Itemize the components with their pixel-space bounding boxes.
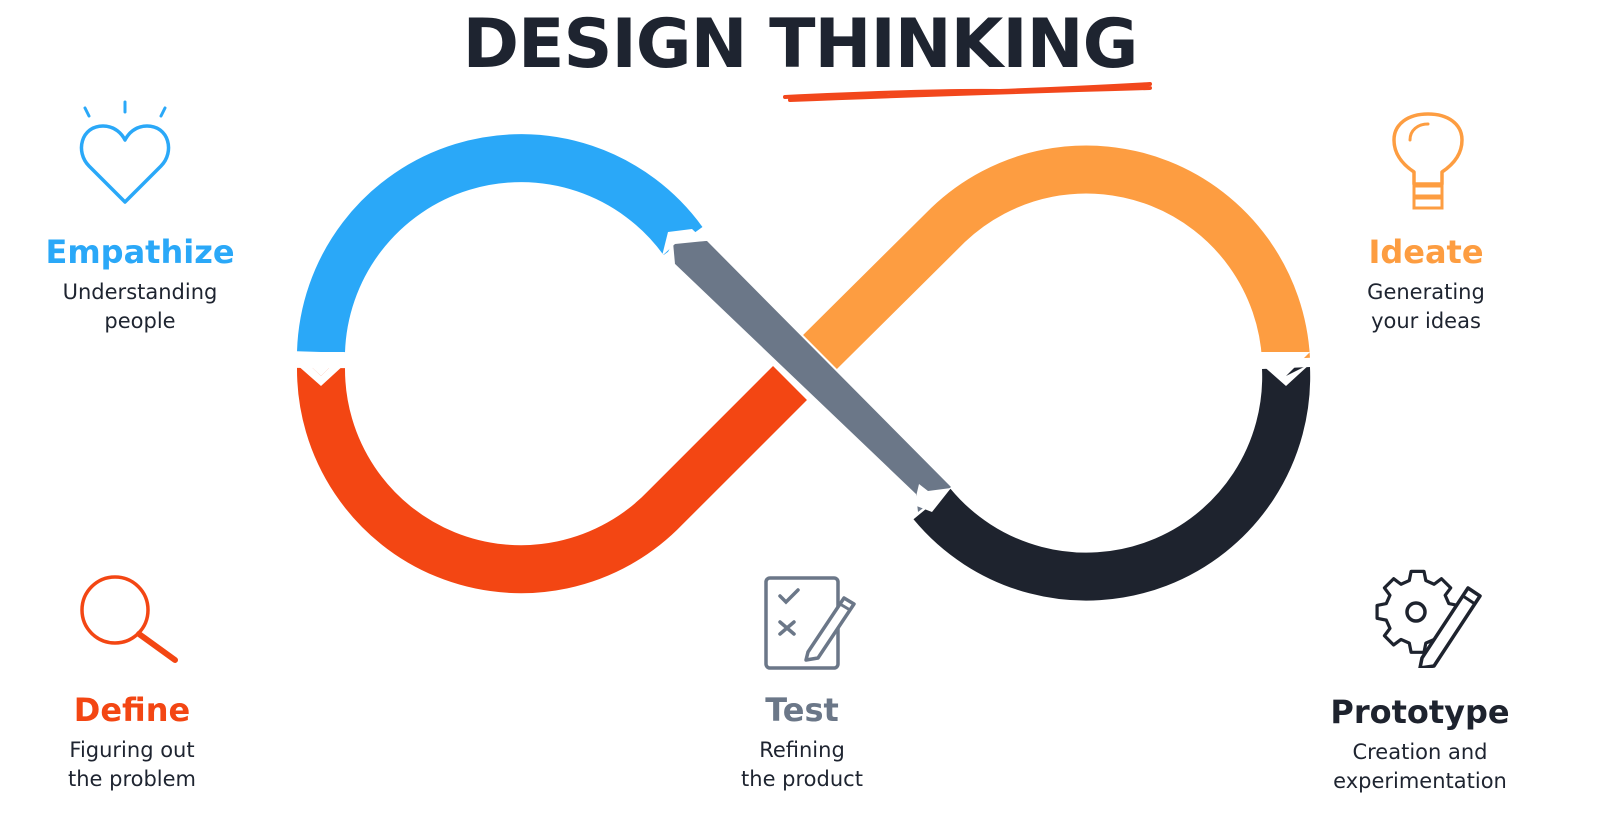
heart-icon [79,100,171,204]
lightbulb-icon [1392,112,1464,210]
stage-empathize: Empathize Understanding people [0,232,290,336]
description-line: Generating [1367,280,1485,304]
arrow-notch-test-prototype [914,484,951,512]
arrow-notch-empathize-test [662,229,705,256]
stage-description-ideate: Generating your ideas [1276,278,1576,336]
stage-prototype: Prototype Creation and experimentation [1270,692,1570,796]
stage-description-test: Refining the product [652,736,952,794]
define-loop-segment [296,366,807,594]
arrow-notch-test-start [665,242,675,264]
stage-define: Define Figuring out the problem [0,690,282,794]
description-line: Creation and [1352,740,1488,764]
page-title: DESIGN THINKING [462,5,1139,84]
description-line: Refining [759,738,845,762]
arrow-notch-define-empathize-tip [296,352,345,386]
gear-pencil-icon [1375,569,1482,668]
description-line: your ideas [1371,309,1481,333]
prototype-loop-segment [913,366,1311,601]
description-line: Figuring out [69,738,195,762]
description-line: Understanding [62,280,218,304]
stage-description-prototype: Creation and experimentation [1270,738,1570,796]
stage-name-ideate: Ideate [1368,233,1484,271]
stage-name-empathize: Empathize [45,233,235,271]
arrow-notch-ideate-prototype [1261,352,1310,386]
description-line: people [104,309,176,333]
description-line: the product [741,767,863,791]
checklist-pencil-icon [764,576,856,670]
empathize-loop-segment [297,134,703,353]
title-underline [783,82,1152,102]
stage-name-test: Test [765,691,839,729]
stage-name-define: Define [73,691,191,729]
stage-description-define: Figuring out the problem [0,736,282,794]
description-line: the problem [67,767,197,791]
arrow-notch-empathize-define [296,352,345,376]
stage-ideate: Ideate Generating your ideas [1276,232,1576,336]
magnifier-icon [80,575,178,663]
description-line: experimentation [1333,769,1507,793]
ideate-loop-segment [803,145,1310,370]
stage-name-prototype: Prototype [1330,693,1510,731]
stage-test: Test Refining the product [652,690,952,794]
stage-description-empathize: Understanding people [0,278,290,336]
test-loop-segment [673,241,951,512]
